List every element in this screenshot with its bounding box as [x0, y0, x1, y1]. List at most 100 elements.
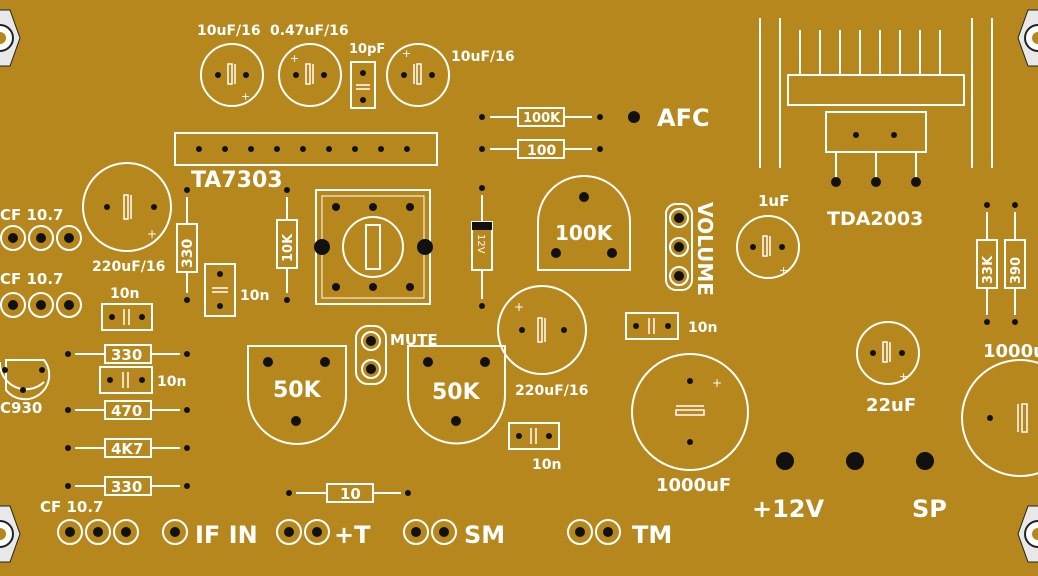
potentiometer-50k-mid — [407, 345, 506, 445]
capacitor-10n-c — [99, 366, 153, 394]
svg-text:+: + — [712, 376, 722, 390]
label-c-10n-b: 10n — [110, 286, 139, 302]
label-r-330-a: 330 — [111, 346, 142, 364]
connector-tm — [567, 519, 621, 545]
capacitor-22uf: + — [856, 321, 920, 385]
svg-text:+: + — [147, 227, 157, 241]
label-v12: +12V — [752, 495, 825, 523]
svg-text:+: + — [779, 264, 788, 277]
capacitor-10n-a — [204, 263, 236, 317]
label-c-10n-a: 10n — [240, 288, 269, 304]
label-afc: AFC — [657, 104, 710, 132]
pin-tda-1 — [831, 177, 841, 187]
mounting-hole-top-right — [1017, 9, 1038, 67]
svg-text:+: + — [514, 300, 524, 314]
capacitor-10n-d — [625, 312, 679, 340]
pad-power-c — [916, 452, 934, 470]
ceramic-filter-mid — [0, 292, 82, 318]
connector-if-in — [162, 519, 188, 545]
label-c-22uf: 22uF — [866, 395, 916, 416]
connector-volume — [665, 203, 693, 291]
label-r-10: 10 — [340, 485, 361, 503]
label-r-10k-vertical: 10K — [281, 233, 296, 262]
label-tm: TM — [632, 521, 672, 549]
mounting-hole-bottom-left — [0, 505, 21, 563]
capacitor-1000uf-mid: + — [631, 353, 749, 471]
label-c-10pf: 10pF — [349, 42, 385, 57]
label-c-10uf-b: 10uF/16 — [451, 49, 515, 65]
pad-power-b — [846, 452, 864, 470]
connector-sm — [403, 519, 457, 545]
capacitor-220uf-left: + — [82, 162, 172, 252]
pad-tda-2 — [891, 132, 897, 138]
resistor-33k — [976, 202, 998, 325]
label-r-330-vertical: 330 — [180, 239, 196, 268]
pad-power-a — [776, 452, 794, 470]
mounting-hole-bottom-right — [1017, 505, 1038, 563]
label-cf-mid: CF 10.7 — [0, 270, 64, 288]
label-r-100k-afc: 100K — [523, 111, 561, 126]
label-c-220uf-mid: 220uF/16 — [515, 383, 588, 399]
pin-tda-2 — [871, 177, 881, 187]
label-r-33k: 33K — [981, 255, 996, 284]
resistor-10 — [286, 483, 411, 503]
label-sm: SM — [464, 521, 505, 549]
capacitor-10n-e — [508, 422, 560, 450]
label-sp: SP — [912, 495, 947, 523]
resistor-100k-afc — [479, 107, 603, 127]
svg-text:+: + — [241, 90, 250, 103]
svg-text:+: + — [290, 52, 299, 65]
trimmer-coil — [314, 189, 433, 305]
capacitor-10uf-a: + — [200, 43, 264, 107]
resistor-470 — [65, 400, 190, 420]
pin-tda-3 — [911, 177, 921, 187]
label-cf-bottom: CF 10.7 — [40, 498, 104, 516]
label-c-10uf-a: 10uF/16 — [197, 23, 261, 39]
resistor-100 — [479, 139, 603, 159]
capacitor-220uf-mid: + — [497, 285, 587, 375]
ceramic-filter-bottom — [57, 519, 139, 545]
resistor-4k7 — [65, 438, 190, 458]
pad-afc — [628, 111, 640, 123]
label-r-100: 100 — [527, 143, 556, 159]
svg-text:+: + — [402, 47, 411, 60]
ic-ta7303-footprint — [174, 132, 438, 166]
label-mute: MUTE — [390, 331, 438, 349]
connector-plus-t — [276, 519, 330, 545]
potentiometer-50k-left — [247, 345, 347, 445]
label-pot-50k-left: 50K — [273, 378, 322, 403]
resistor-330-vertical — [176, 187, 198, 303]
capacitor-1uf: + — [736, 215, 800, 279]
capacitor-10n-b — [101, 303, 153, 331]
label-r-470: 470 — [111, 402, 142, 420]
resistor-390 — [1004, 202, 1026, 325]
label-c-10n-e: 10n — [532, 457, 561, 473]
label-pot-100k: 100K — [555, 221, 614, 245]
label-ic-ta7303: TA7303 — [191, 168, 283, 193]
label-pot-50k-mid: 50K — [432, 380, 481, 405]
label-c-047uf: 0.47uF/16 — [270, 23, 349, 39]
mounting-hole-top-left — [0, 9, 21, 67]
zener-diode-12v — [471, 185, 493, 309]
label-transistor: C930 — [0, 399, 42, 417]
label-r-390: 390 — [1009, 257, 1024, 284]
capacitor-10uf-b: + — [386, 43, 450, 107]
label-c-10n-d: 10n — [688, 320, 717, 336]
pad-tda-1 — [853, 132, 859, 138]
label-if-in: IF IN — [195, 521, 258, 549]
label-volume: VOLUME — [693, 202, 717, 296]
resistor-10k-vertical — [276, 187, 298, 303]
label-c-1uf: 1uF — [758, 192, 789, 210]
label-c-10n-c: 10n — [157, 374, 186, 390]
ceramic-filter-top — [0, 225, 82, 251]
capacitor-1000uf-right — [961, 359, 1038, 477]
label-c-220uf-left: 220uF/16 — [92, 259, 165, 275]
label-zener-12v: 12V — [475, 234, 486, 254]
capacitor-10pf — [350, 61, 376, 109]
jumper-mute — [355, 325, 387, 385]
label-r-4k7: 4K7 — [111, 440, 144, 458]
resistor-330-b — [65, 476, 190, 496]
resistor-330-a — [65, 344, 190, 364]
